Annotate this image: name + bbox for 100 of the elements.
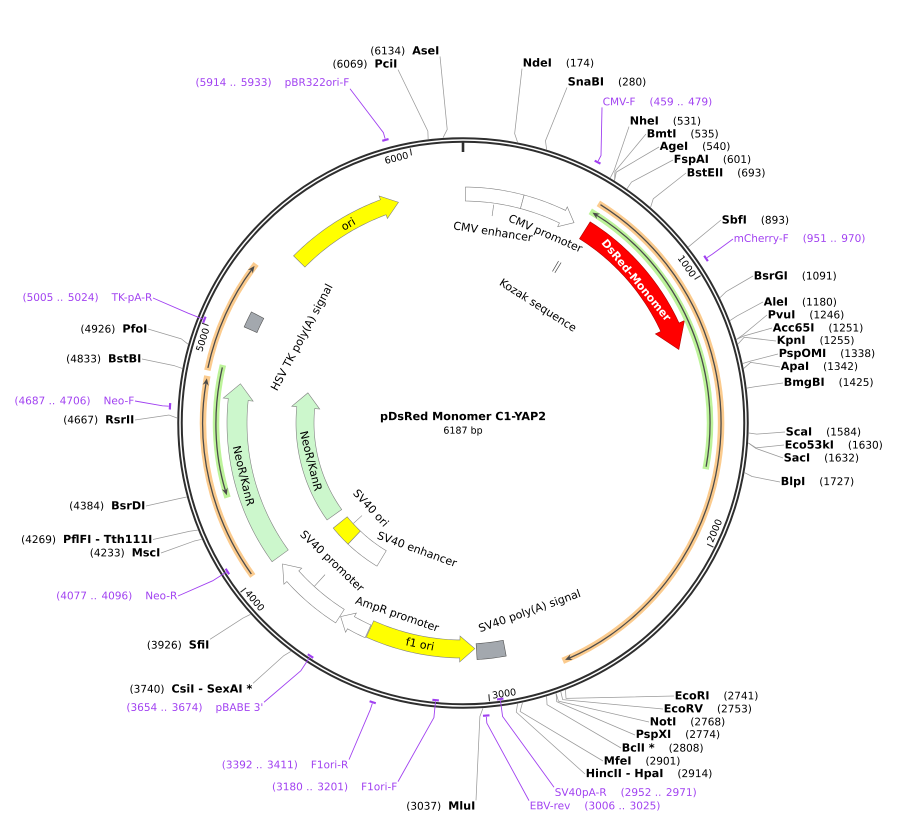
leader-line bbox=[748, 432, 786, 434]
leader-line bbox=[252, 651, 292, 684]
site-label: (4926) PfoI bbox=[81, 324, 146, 334]
site-label: PspOMI (1338) bbox=[780, 348, 874, 360]
site-label: BlpI (1727) bbox=[782, 476, 854, 488]
leader-line bbox=[720, 276, 754, 298]
leader-line bbox=[514, 68, 522, 143]
leader-line bbox=[210, 614, 251, 640]
site-label: NheI (531) bbox=[630, 116, 700, 126]
primer-site-mark bbox=[168, 402, 172, 410]
primer-leader-line bbox=[152, 298, 204, 320]
leader-line bbox=[516, 703, 586, 774]
site-label: EcoRV (2753) bbox=[664, 704, 751, 714]
primer-site-mark bbox=[496, 697, 504, 701]
site-label: NdeI (174) bbox=[524, 58, 594, 68]
leader-line bbox=[746, 382, 784, 389]
site-label: (4233) MscI bbox=[90, 548, 160, 558]
site-label: (3037) MluI bbox=[407, 801, 474, 811]
leader-line bbox=[545, 87, 568, 150]
primer-leader-line bbox=[398, 701, 436, 782]
primer-leader-line bbox=[178, 572, 227, 596]
site-label: BmgBI (1425) bbox=[784, 378, 873, 388]
site-label: ApaI (1342) bbox=[780, 362, 858, 372]
site-label: Eco53kI (1630) bbox=[786, 440, 882, 450]
leader-line bbox=[742, 354, 778, 364]
site-label: PspXI (2774) bbox=[636, 730, 720, 740]
site-label: NotI (2768) bbox=[650, 717, 724, 727]
primer-leader-line bbox=[264, 656, 310, 703]
site-label: FspAI (601) bbox=[674, 154, 750, 166]
leader-line bbox=[160, 538, 202, 554]
scale-label: 5000 bbox=[196, 328, 209, 352]
leader-line bbox=[142, 358, 183, 369]
leader-line bbox=[560, 691, 664, 710]
primer-label: (4077 .. 4096) Neo-R bbox=[57, 591, 177, 601]
primer-leader-line bbox=[500, 700, 554, 788]
site-label: (4833) BstBI bbox=[67, 354, 140, 364]
primer-label: CMV-F (459 .. 479) bbox=[603, 97, 712, 107]
leader-line bbox=[744, 472, 780, 482]
site-label: BstEII (693) bbox=[688, 168, 765, 178]
site-label: (4269) PflFI - Tth111I bbox=[22, 534, 152, 544]
primer-site-mark bbox=[703, 255, 709, 262]
site-label: (4384) BsrDI bbox=[70, 501, 144, 511]
primer-leader-line bbox=[134, 400, 170, 407]
leader-line bbox=[626, 160, 674, 190]
primer-site-mark bbox=[382, 138, 389, 142]
plasmid-name: pDsRed Monomer C1-YAP2 bbox=[380, 412, 546, 422]
primer-leader-line bbox=[350, 88, 386, 140]
site-label: SnaBI (280) bbox=[568, 77, 646, 87]
site-label: SacI (1632) bbox=[784, 453, 858, 463]
site-label: MfeI (2901) bbox=[604, 756, 680, 766]
primer-label: mCherry-F (951 .. 970) bbox=[734, 234, 864, 244]
leader-line bbox=[476, 708, 484, 801]
scale-label: 2000 bbox=[707, 520, 722, 542]
leader-line bbox=[688, 220, 722, 248]
site-label: BsrGI (1091) bbox=[754, 271, 836, 281]
site-label: ScaI (1584) bbox=[786, 427, 860, 437]
primer-label: (3180 .. 3201) F1ori-F bbox=[272, 782, 397, 792]
leader-line bbox=[743, 362, 780, 369]
primer-label: EBV-rev (3006 .. 3025) bbox=[530, 801, 660, 811]
site-label: SbfI (893) bbox=[722, 215, 788, 225]
primer-leader-line bbox=[706, 238, 734, 258]
leader-line bbox=[440, 56, 448, 138]
site-label: KpnI (1255) bbox=[778, 336, 854, 346]
primer-label: SV40pA-R (2952 .. 2971) bbox=[555, 788, 696, 798]
site-label: (4667) RsrII bbox=[64, 415, 134, 425]
scale-label: 6000 bbox=[385, 152, 408, 164]
primer-label: (3654 .. 3674) pBABE 3' bbox=[127, 702, 262, 714]
scale-label: 3000 bbox=[492, 688, 516, 698]
leader-line bbox=[736, 328, 772, 340]
site-label: (6069) PciI bbox=[333, 59, 396, 69]
primer-leader-line bbox=[348, 703, 373, 760]
leader-line bbox=[614, 146, 660, 181]
primer-site-mark bbox=[307, 653, 314, 659]
leader-line bbox=[556, 693, 650, 722]
primer-site-mark bbox=[432, 698, 439, 702]
site-label: (3740) CsiI - SexAI * bbox=[130, 684, 252, 694]
leader-line bbox=[546, 696, 622, 748]
site-label: AgeI (540) bbox=[660, 142, 730, 152]
leader-line bbox=[614, 134, 646, 181]
leader-line bbox=[520, 702, 604, 762]
site-label: (6134) AseI bbox=[371, 46, 438, 56]
primer-site-mark bbox=[594, 160, 601, 165]
primer-site-mark bbox=[369, 700, 376, 704]
primer-label: (3392 .. 3411) F1ori-R bbox=[222, 760, 348, 770]
leader-line bbox=[748, 442, 784, 458]
plasmid-length: 6187 bp bbox=[444, 426, 482, 436]
primer-site-mark bbox=[224, 568, 230, 575]
leader-line bbox=[650, 172, 686, 208]
primer-label: (5914 .. 5933) pBR322ori-F bbox=[196, 78, 349, 88]
site-label: EcoRI (2741) bbox=[676, 691, 758, 701]
leader-line bbox=[146, 496, 188, 506]
site-label: AleI (1180) bbox=[764, 297, 836, 307]
site-label: PvuI (1246) bbox=[768, 310, 844, 320]
site-label: (3926) SfiI bbox=[148, 640, 208, 650]
primer-leader-line bbox=[486, 716, 530, 802]
primer-leader-line bbox=[598, 106, 602, 162]
leader-line bbox=[148, 328, 188, 345]
primer-label: (5005 .. 5024) TK-pA-R bbox=[23, 292, 152, 304]
leader-line bbox=[398, 69, 429, 140]
leader-line bbox=[134, 414, 178, 420]
